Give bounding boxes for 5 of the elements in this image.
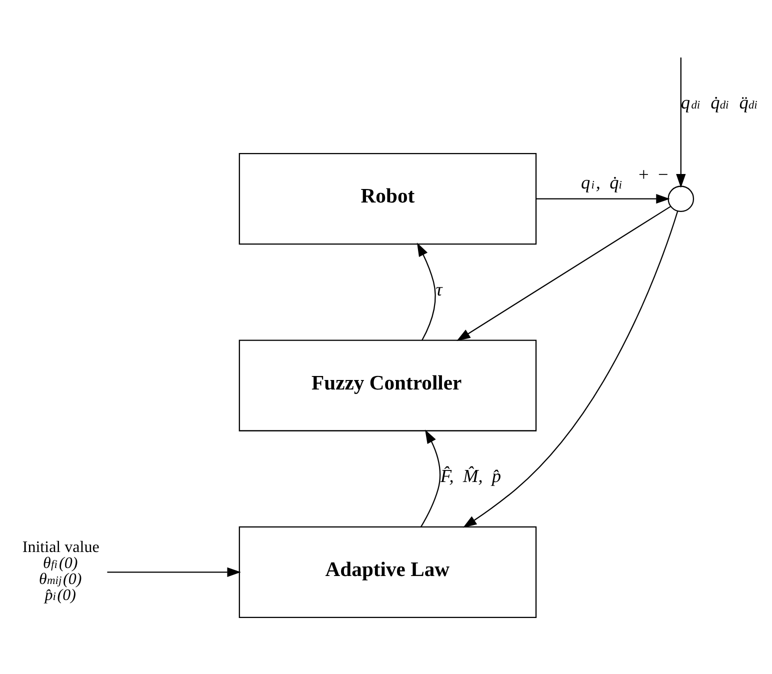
edge-label: τ (436, 279, 442, 300)
node-text: Initial value θfi(0) θmij(0) p̂i(0) (22, 538, 100, 604)
edge-label: qdi q̇di q̈di (680, 92, 758, 113)
edge-label: qi, q̇i (580, 172, 622, 192)
node-label: + − (638, 164, 668, 184)
